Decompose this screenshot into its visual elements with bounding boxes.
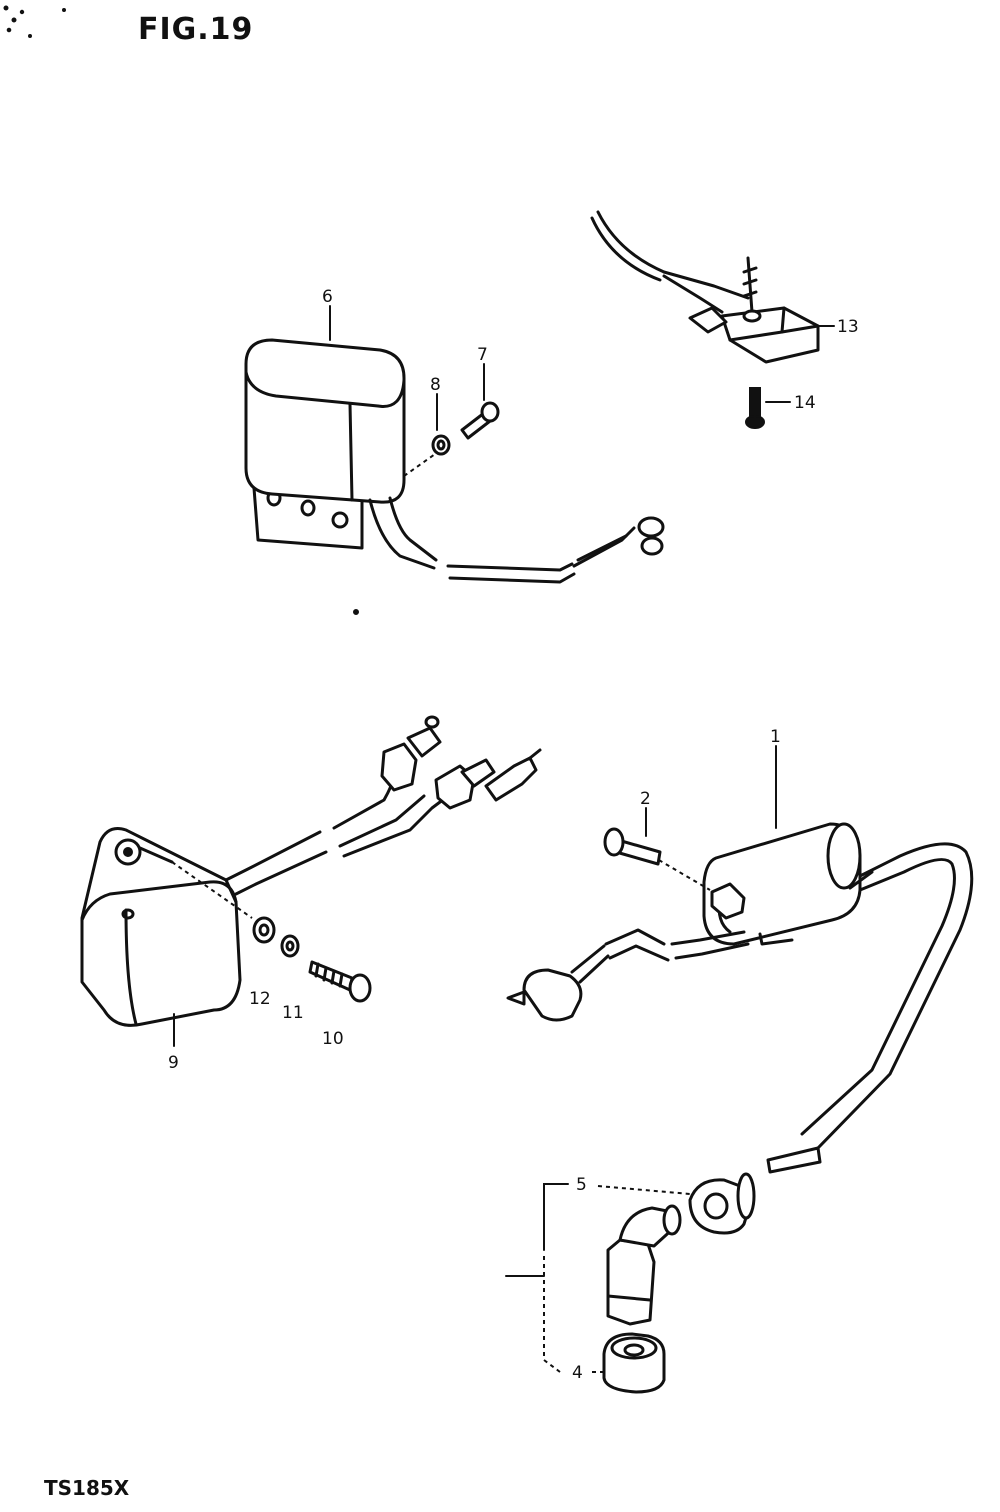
leader-bolt-path-dashed: [171, 861, 253, 919]
lock-washer-part-11: [280, 934, 300, 958]
callout-9: 9: [168, 1053, 179, 1073]
figure-title: FIG.19: [138, 12, 254, 47]
bracket-leader-3: [505, 1183, 691, 1373]
callout-4: 4: [572, 1363, 583, 1383]
plug-cap-assembly: [606, 1204, 682, 1326]
washer-part-12: [252, 916, 276, 944]
callout-1: 1: [770, 727, 781, 747]
callout-7: 7: [477, 345, 488, 365]
leader-2-dashed: [651, 855, 711, 891]
washer-part-8: [431, 434, 451, 456]
callout-12: 12: [249, 989, 271, 1009]
cdi-wire-harness: [224, 715, 542, 896]
callout-8: 8: [430, 375, 441, 395]
terminal-block-part-13: [590, 210, 820, 364]
screw-part-10: [308, 960, 372, 1003]
callout-10: 10: [322, 1029, 344, 1049]
callout-5: 5: [576, 1175, 587, 1195]
boot-part-4: [602, 1332, 666, 1394]
regulator-unit: [244, 338, 665, 584]
cap-seal-part-5: [688, 1172, 756, 1235]
scan-speckle: [3, 5, 359, 615]
screw-part-7: [460, 401, 500, 440]
callout-13: 13: [837, 317, 859, 337]
callout-11: 11: [282, 1003, 304, 1023]
model-code: TS185X: [44, 1476, 130, 1500]
leader-8-dashed: [403, 451, 439, 477]
callout-2: 2: [640, 789, 651, 809]
cdi-unit-part-9: [80, 827, 242, 1027]
bolt-part-2: [603, 827, 662, 866]
coil-wires: [506, 842, 974, 1174]
ignition-coil-part-1: [702, 822, 874, 946]
bolt-part-14: [745, 387, 765, 429]
callout-14: 14: [794, 393, 816, 413]
callout-6: 6: [322, 287, 333, 307]
